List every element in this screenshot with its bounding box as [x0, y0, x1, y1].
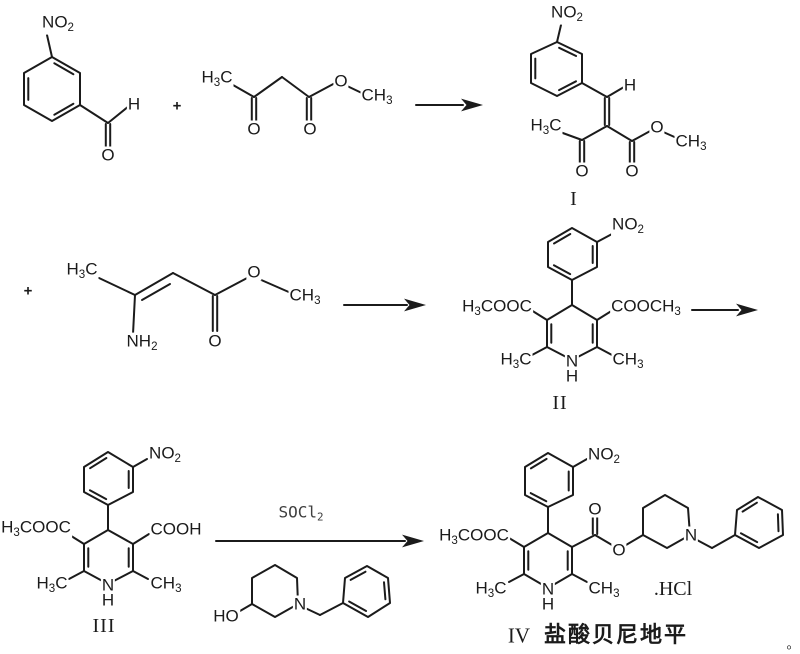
- aldehyde-o-label: O: [100, 145, 116, 165]
- left-ester-label: H3COOC: [438, 525, 510, 548]
- ch3-label: CH3: [674, 131, 708, 154]
- h3c-label: H3C: [35, 573, 69, 596]
- acetyl-o-label: O: [574, 161, 590, 181]
- nh-h-label: H: [540, 594, 556, 614]
- ch3-label: CH3: [288, 285, 322, 308]
- product-name-caption: 盐酸贝尼地平: [543, 623, 689, 648]
- numeral-IV: IV: [507, 623, 531, 648]
- period-mark: 。: [786, 636, 800, 652]
- socl2-reagent-label: SOCl2: [278, 502, 324, 524]
- structure-aminocrotonate: [98, 272, 292, 335]
- arrow-step3: [691, 303, 758, 317]
- structure-product-IV: [508, 452, 784, 589]
- arrow-step1: [415, 98, 483, 112]
- no2-label: NO2: [550, 2, 584, 25]
- ester-o-link-label: O: [611, 540, 627, 560]
- left-ester-label: H3COOC: [461, 296, 533, 319]
- structure-product-II: [530, 227, 614, 361]
- numeral-II: II: [552, 392, 568, 414]
- h3c-label: H3C: [499, 349, 533, 372]
- piperidine-n-label: N: [292, 594, 308, 614]
- numeral-I: I: [570, 188, 578, 210]
- arrow-step2: [343, 298, 426, 312]
- ch3-label: CH3: [149, 573, 183, 596]
- numeral-III: III: [92, 615, 116, 637]
- hcl-salt-label: .HCl: [653, 578, 693, 600]
- nh2-label: NH2: [125, 331, 159, 354]
- no2-label: NO2: [148, 443, 182, 466]
- ketone-o-label: O: [246, 119, 262, 139]
- structure-product-III: [67, 451, 150, 585]
- ch3-label: CH3: [587, 578, 621, 601]
- no2-label: NO2: [611, 214, 645, 237]
- ester-o-label: O: [207, 331, 223, 351]
- ester-o-link-label: O: [333, 71, 349, 91]
- h3c-label: H3C: [65, 259, 99, 282]
- no2-label: NO2: [41, 12, 75, 35]
- ester-o-link-label: O: [649, 117, 665, 137]
- plus-sign: +: [23, 282, 33, 300]
- ring-n-label: N: [564, 351, 580, 371]
- ester-o-label: O: [302, 119, 318, 139]
- right-ester-label: COOCH3: [610, 296, 682, 319]
- structure-product-I: [530, 24, 680, 164]
- ester-o-label: O: [624, 161, 640, 181]
- nh-h-label: H: [564, 366, 580, 386]
- left-ester-label: H3COOC: [0, 517, 72, 540]
- h3c-label: H3C: [474, 578, 508, 601]
- carbonyl-o-label: O: [587, 499, 603, 519]
- no2-label: NO2: [587, 444, 621, 467]
- aldehyde-h-label: H: [126, 94, 142, 114]
- h3c-label: H3C: [200, 67, 234, 90]
- vinyl-h-label: H: [622, 75, 638, 95]
- structure-nitrobenzaldehyde: [23, 34, 130, 149]
- ring-n-label: N: [540, 579, 556, 599]
- ester-o-link-label: O: [246, 262, 262, 282]
- piperidine-n-label: N: [683, 525, 699, 545]
- cooh-label: COOH: [149, 519, 203, 539]
- ho-label: HO: [212, 606, 240, 626]
- nh-h-label: H: [100, 590, 116, 610]
- h3c-label: H3C: [529, 115, 563, 138]
- structure-benzylpiperidinol: [239, 564, 391, 618]
- ch3-label: CH3: [360, 85, 394, 108]
- arrow-step4: [215, 534, 424, 548]
- ch3-label: CH3: [611, 349, 645, 372]
- plus-sign: +: [172, 97, 182, 115]
- ring-n-label: N: [100, 575, 116, 595]
